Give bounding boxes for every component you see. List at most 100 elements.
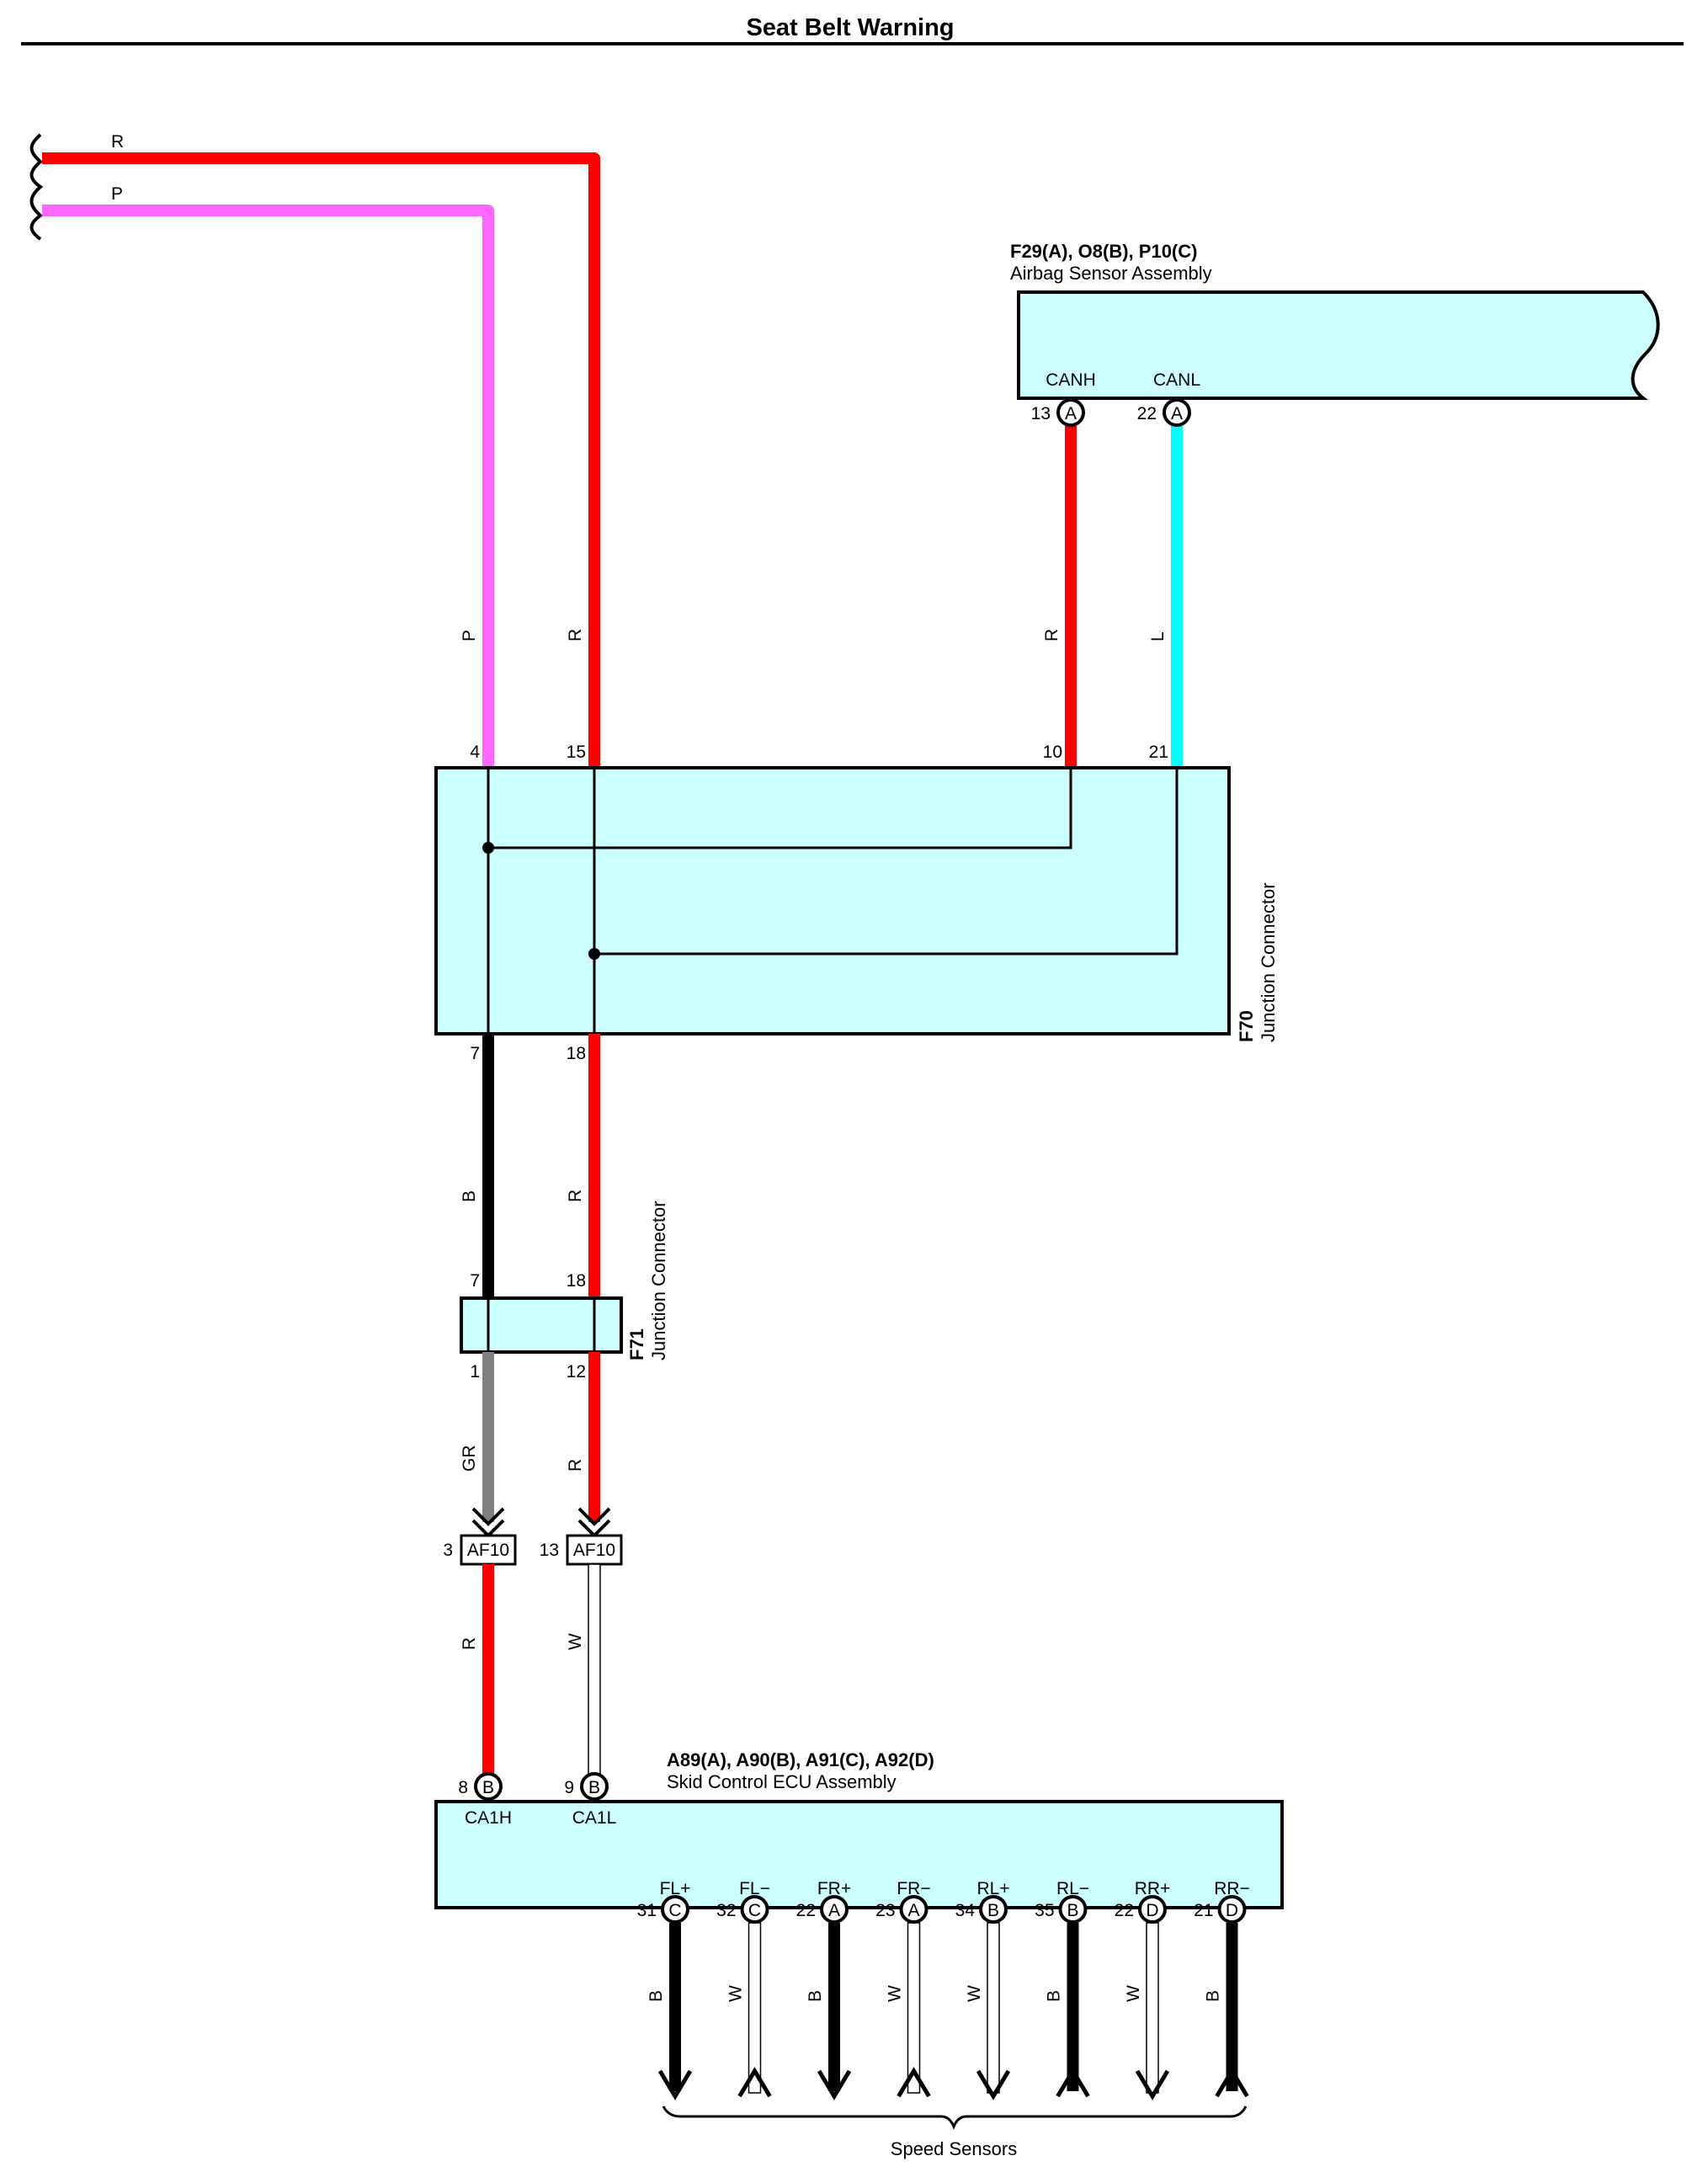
wire-label-r-f71: R <box>566 1459 585 1472</box>
wire-label-w-af10: W <box>566 1633 585 1650</box>
sensor-arrow-down-fr-plus <box>817 2069 852 2100</box>
diagram-title: Seat Belt Warning <box>746 14 954 41</box>
ecu-pin-connector-fr-plus: A <box>828 1901 840 1920</box>
ecu-pin-circle-fr-minus <box>899 1895 928 1924</box>
sensor-arrow-down-fl-plus <box>657 2069 693 2100</box>
f70-internal-wiring <box>487 768 1179 1034</box>
airbag-pin-name-canl: CANL <box>1153 370 1200 390</box>
af10-pin-13: 13 <box>540 1541 559 1560</box>
sensor-wire-label-rl-plus: W <box>965 1985 984 2002</box>
f71-code: F71 <box>626 1328 647 1360</box>
ecu-pin-number-rl-minus: 35 <box>1035 1901 1054 1920</box>
af10-box-right <box>566 1534 623 1566</box>
af10-label-left: AF10 <box>467 1541 509 1560</box>
wire-label-canh-vertical: R <box>1042 629 1062 641</box>
ecu-pin-connector-rr-plus: D <box>1146 1901 1158 1920</box>
sensor-wire-label-rr-plus: W <box>1124 1985 1143 2002</box>
ecu-pin-name-fl-minus: FL− <box>739 1879 770 1898</box>
airbag-pin-circle-canl <box>1163 398 1191 427</box>
f71-pin-12: 12 <box>567 1362 586 1381</box>
wire-label-r-af10: R <box>460 1637 479 1650</box>
airbag-sensor-name: Airbag Sensor Assembly <box>1010 263 1212 284</box>
f71-name: Junction Connector <box>648 1200 669 1360</box>
ecu-pin-name-fl-plus: FL+ <box>660 1879 691 1898</box>
wire-label-gr-f71: GR <box>460 1445 479 1472</box>
f71-junction-box <box>460 1296 623 1354</box>
speed-sensors-label: Speed Sensors <box>891 2138 1017 2159</box>
f70-junction-box <box>434 766 1231 1035</box>
ecu-pin-number-ca1l: 9 <box>564 1778 574 1797</box>
f70-pin-4: 4 <box>470 743 480 762</box>
sensor-wire-label-fr-minus: W <box>886 1985 905 2002</box>
ecu-pin-number-fr-minus: 23 <box>875 1901 895 1920</box>
ecu-pin-name-rl-plus: RL+ <box>976 1879 1009 1898</box>
ecu-pin-circle-rr-plus <box>1138 1895 1167 1924</box>
wire-incoming-r <box>42 152 600 768</box>
ecu-pin-number-fr-plus: 22 <box>796 1901 816 1920</box>
f70-pin-21: 21 <box>1149 743 1168 762</box>
af10-pin-3: 3 <box>443 1541 453 1560</box>
ecu-pin-circle-rl-minus <box>1058 1895 1088 1924</box>
ecu-pin-connector-fl-plus: C <box>668 1901 681 1920</box>
wire-label-incoming-r: R <box>111 132 124 152</box>
wire-w-af10-ecu <box>588 1563 601 1775</box>
wire-label-p-vertical: P <box>460 630 479 641</box>
sensor-arrow-up-rl-minus <box>1056 2067 1090 2098</box>
airbag-pin-number-canl: 22 <box>1137 404 1157 423</box>
speed-sensors-brace <box>662 2105 1248 2130</box>
sensor-wire-label-rl-minus: B <box>1045 1990 1064 2002</box>
airbag-pin-connector-canh: A <box>1065 404 1077 423</box>
airbag-sensor-code: F29(A), O8(B), P10(C) <box>1010 241 1197 262</box>
airbag-pin-circle-canh <box>1056 398 1085 427</box>
f70-name: Junction Connector <box>1258 882 1279 1042</box>
ecu-pin-number-fl-minus: 32 <box>716 1901 736 1920</box>
skid-ecu-code: A89(A), A90(B), A91(C), A92(D) <box>667 1749 934 1770</box>
airbag-pin-connector-canl: A <box>1171 404 1183 423</box>
ecu-pin-connector-rr-minus: D <box>1226 1901 1238 1920</box>
ecu-pin-name-ca1h: CA1H <box>465 1808 512 1828</box>
ecu-pin-name-fr-minus: FR− <box>897 1879 930 1898</box>
f70-pin-7: 7 <box>470 1044 480 1063</box>
ecu-pin-connector-fl-minus: C <box>748 1901 761 1920</box>
af10-label-right: AF10 <box>573 1541 615 1560</box>
wire-label-r-f70: R <box>566 1190 585 1202</box>
sensor-arrow-up-rr-minus <box>1215 2067 1249 2098</box>
f71-internal-wiring <box>487 1298 596 1352</box>
ecu-pin-connector-ca1h: B <box>482 1778 494 1797</box>
f71-pin-18: 18 <box>567 1271 586 1291</box>
sensor-arrow-up-fr-minus <box>897 2067 931 2098</box>
wire-break-symbol <box>29 133 44 241</box>
f70-splice-dot-1 <box>482 842 494 854</box>
f70-pin-15: 15 <box>567 743 586 762</box>
af10-box-left <box>460 1534 517 1566</box>
sensor-wire-label-fl-plus: B <box>646 1990 666 2002</box>
ecu-pin-circle-fr-plus <box>820 1895 849 1924</box>
ecu-pin-number-ca1h: 8 <box>458 1778 468 1797</box>
f70-pin-18: 18 <box>567 1044 586 1063</box>
ecu-pin-circle-rr-minus <box>1217 1895 1247 1924</box>
f70-splice-dot-2 <box>588 948 600 960</box>
ecu-pin-name-fr-plus: FR+ <box>817 1879 851 1898</box>
ecu-pin-name-ca1l: CA1L <box>572 1808 617 1828</box>
ecu-pin-circle-fl-plus <box>661 1895 689 1924</box>
wire-label-r-vertical: R <box>566 629 585 641</box>
ecu-pin-connector-fr-minus: A <box>907 1901 919 1920</box>
wire-label-incoming-p: P <box>111 184 123 204</box>
ecu-pin-name-rl-minus: RL− <box>1056 1879 1089 1898</box>
ecu-pin-circle-ca1h <box>474 1772 503 1801</box>
ecu-pin-number-rr-minus: 21 <box>1194 1901 1213 1920</box>
ecu-pin-connector-rl-plus: B <box>987 1901 999 1920</box>
ecu-pin-circle-rl-plus <box>979 1895 1008 1924</box>
sensor-wire-label-rr-minus: B <box>1204 1990 1223 2002</box>
wire-label-b-f70: B <box>460 1190 479 1202</box>
sensor-arrow-down-rl-plus <box>976 2069 1011 2100</box>
airbag-pin-number-canh: 13 <box>1031 404 1051 423</box>
ecu-pin-name-rr-minus: RR− <box>1214 1879 1250 1898</box>
ecu-pin-number-rl-plus: 34 <box>955 1901 976 1920</box>
sensor-wire-rl-plus <box>987 1922 1000 2094</box>
ecu-pin-circle-ca1l <box>580 1772 609 1801</box>
ecu-pin-connector-rl-minus: B <box>1067 1901 1078 1920</box>
wire-label-canl-vertical: L <box>1148 631 1168 641</box>
airbag-sensor-box <box>1017 290 1660 400</box>
sensor-arrow-down-rr-plus <box>1135 2069 1170 2100</box>
